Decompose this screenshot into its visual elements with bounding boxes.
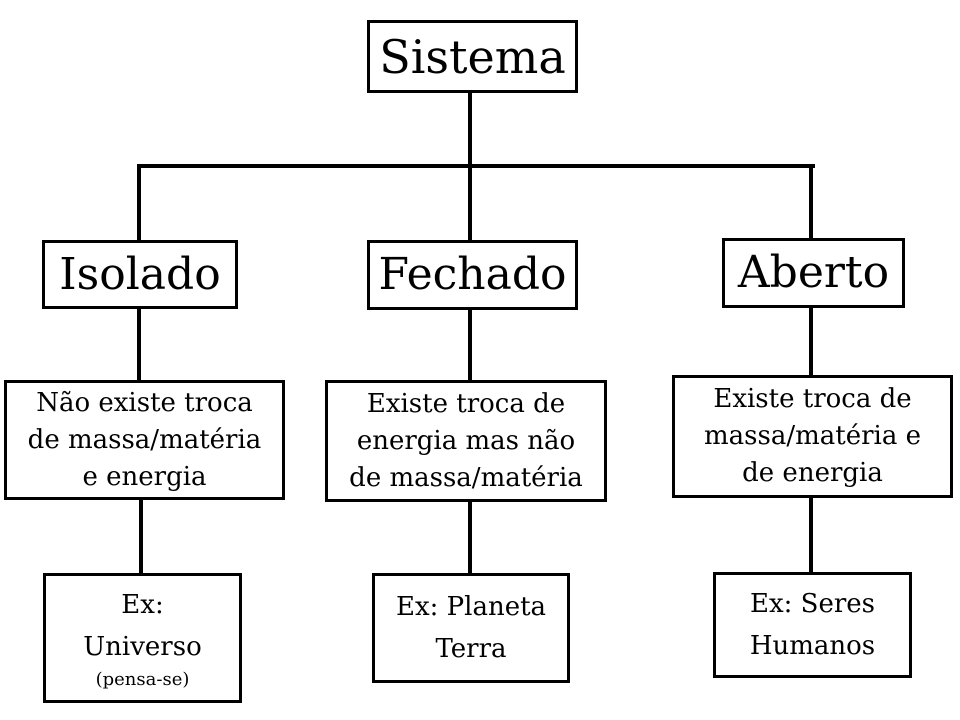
desc-aberto-line: massa/matéria e bbox=[704, 421, 921, 451]
connector-aberto-desc bbox=[809, 305, 813, 377]
example-isolado-line: Universo bbox=[83, 632, 202, 662]
desc-isolado-line: e energia bbox=[82, 461, 207, 492]
desc-aberto-line: Existe troca de bbox=[713, 384, 912, 414]
desc-fechado-line: de massa/matéria bbox=[349, 462, 583, 493]
example-aberto: Ex: Seres Humanos bbox=[713, 572, 912, 678]
node-fechado-label: Fechado bbox=[378, 249, 567, 300]
node-fechado: Fechado bbox=[367, 240, 578, 310]
node-aberto-label: Aberto bbox=[737, 247, 890, 298]
example-isolado: Ex: Universo (pensa-se) bbox=[43, 573, 242, 703]
node-sistema: Sistema bbox=[367, 20, 578, 93]
example-aberto-line: Ex: Seres bbox=[749, 589, 876, 619]
example-aberto-line: Humanos bbox=[749, 631, 876, 661]
connector-fechado-desc bbox=[468, 307, 472, 382]
example-fechado-line: Terra bbox=[435, 634, 507, 664]
example-isolado-line: Ex: bbox=[121, 590, 164, 620]
connector-fechado-example bbox=[468, 500, 472, 575]
desc-fechado-line: Existe troca de bbox=[366, 388, 566, 419]
desc-fechado-line: energia mas não bbox=[356, 425, 576, 456]
desc-isolado: Não existe troca de massa/matéria e ener… bbox=[4, 380, 285, 500]
connector-drop-aberto bbox=[809, 164, 813, 240]
desc-isolado-line: Não existe troca bbox=[36, 387, 253, 418]
connector-drop-isolado bbox=[137, 164, 141, 242]
node-aberto: Aberto bbox=[722, 238, 905, 308]
node-isolado-label: Isolado bbox=[59, 248, 221, 300]
example-fechado-line: Ex: Planeta bbox=[395, 592, 547, 622]
desc-fechado: Existe troca de energia mas não de massa… bbox=[325, 380, 607, 502]
node-isolado: Isolado bbox=[42, 240, 238, 309]
connector-sistema-trunk bbox=[468, 91, 472, 168]
connector-branch-bar bbox=[137, 164, 815, 168]
connector-drop-fechado bbox=[468, 164, 472, 242]
example-fechado: Ex: Planeta Terra bbox=[372, 573, 570, 683]
desc-aberto-line: de energia bbox=[742, 458, 883, 488]
connector-isolado-desc bbox=[137, 306, 141, 382]
example-isolado-note: (pensa-se) bbox=[95, 669, 190, 690]
connector-aberto-example bbox=[809, 496, 813, 574]
node-sistema-label: Sistema bbox=[379, 29, 566, 84]
desc-aberto: Existe troca de massa/matéria e de energ… bbox=[672, 375, 953, 498]
connector-isolado-example bbox=[139, 498, 143, 575]
desc-isolado-line: de massa/matéria bbox=[27, 424, 262, 455]
